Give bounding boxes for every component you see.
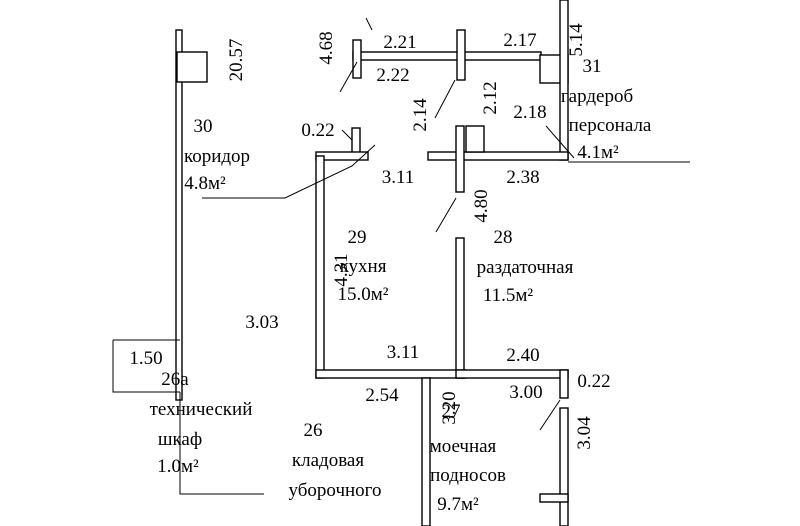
room-26-name-2: уборочного	[289, 480, 382, 501]
leader-300	[539, 399, 561, 431]
dim-022a: 0.22	[301, 120, 334, 141]
dim-238: 2.38	[506, 167, 539, 188]
room-31-name-1: гардероб	[561, 86, 633, 107]
room-26-name-1: кладовая	[292, 450, 364, 471]
dim-022b: 0.22	[577, 371, 610, 392]
room-27-name-1: моечная	[430, 436, 497, 457]
dim-311b: 3.11	[387, 342, 420, 363]
leader-218	[545, 125, 575, 159]
dim-221: 2.21	[383, 32, 416, 53]
dim-304: 3.04	[574, 416, 595, 450]
dim-480: 4.80	[471, 189, 492, 222]
wall-26-27	[421, 377, 431, 526]
room-31-number: 31	[583, 56, 602, 77]
room-29-area: 15.0м²	[338, 284, 389, 305]
dim-217: 2.17	[503, 30, 536, 51]
leader-214	[434, 79, 456, 119]
leader-corridor	[202, 144, 376, 199]
dim-303: 3.03	[245, 312, 278, 333]
dim-311a: 3.11	[382, 167, 415, 188]
room-28-name: раздаточная	[477, 257, 574, 278]
dim-214: 2.14	[410, 98, 431, 132]
wall-kitchen-left	[315, 155, 325, 379]
wall-vertical-center-top	[456, 29, 466, 81]
wall-kitchen-top-right	[427, 151, 569, 161]
wall-stub-top-left	[352, 39, 362, 79]
dim-300: 3.00	[509, 382, 542, 403]
wall-28-bottom	[455, 369, 569, 379]
room-27-name-2: подносов	[430, 465, 506, 486]
wall-stub-right-lower	[539, 493, 569, 503]
leader-468	[365, 17, 373, 31]
room-26a-number: 26а	[161, 369, 189, 390]
room-30-number: 30	[194, 116, 213, 137]
wall-stub-238	[455, 125, 465, 193]
wall-right-lower	[559, 407, 569, 526]
leader-222	[339, 61, 358, 93]
thin-lines	[112, 17, 690, 495]
dim-468: 4.68	[316, 31, 337, 64]
dim-514: 5.14	[566, 23, 587, 57]
dim-431: 4.31	[331, 253, 352, 286]
room-30-name: коридор	[184, 146, 250, 167]
wall-stub-022-bottom	[559, 369, 569, 399]
room-27-area: 9.7м²	[437, 494, 479, 515]
dim-150: 1.50	[129, 348, 162, 369]
wall-top-horizontal	[352, 51, 542, 61]
room-27-number: 27	[442, 401, 461, 422]
column-top-left	[176, 51, 208, 83]
room-31-name-2: персонала	[569, 115, 652, 136]
dim-218: 2.18	[513, 102, 546, 123]
tick-222	[341, 129, 353, 141]
room-29-name: кухня	[340, 256, 387, 277]
dim-254: 2.54	[365, 385, 399, 406]
room-26a-name-1: технический	[150, 399, 253, 420]
room-30-area: 4.8м²	[184, 173, 226, 194]
room-29-number: 29	[348, 227, 367, 248]
room-28-number: 28	[494, 227, 513, 248]
wall-kitchen-right	[455, 237, 465, 379]
dim-320: 3.20	[439, 391, 460, 424]
room-28-area: 11.5м²	[483, 285, 534, 306]
room-26-number: 26	[304, 420, 323, 441]
room-26a-area: 1.0м²	[157, 456, 199, 477]
wall-kitchen-bottom	[315, 369, 467, 379]
dim-2057: 20.57	[226, 39, 247, 82]
dimension-labels: 20.57 4.68 2.21 2.17 5.14 2.22 2.14 2.12…	[129, 23, 610, 450]
dim-212: 2.12	[480, 81, 501, 114]
room-26a-name-2: шкаф	[158, 429, 202, 450]
door-frame-small	[465, 125, 485, 153]
leader-480	[435, 197, 457, 233]
dim-222: 2.22	[376, 65, 409, 86]
dim-240: 2.40	[506, 345, 539, 366]
wall-left-exterior	[175, 29, 183, 401]
room-31-area: 4.1м²	[577, 142, 619, 163]
walls	[175, 0, 569, 526]
room-labels: 30 коридор 4.8м² 31 гардероб персонала 4…	[150, 56, 652, 515]
